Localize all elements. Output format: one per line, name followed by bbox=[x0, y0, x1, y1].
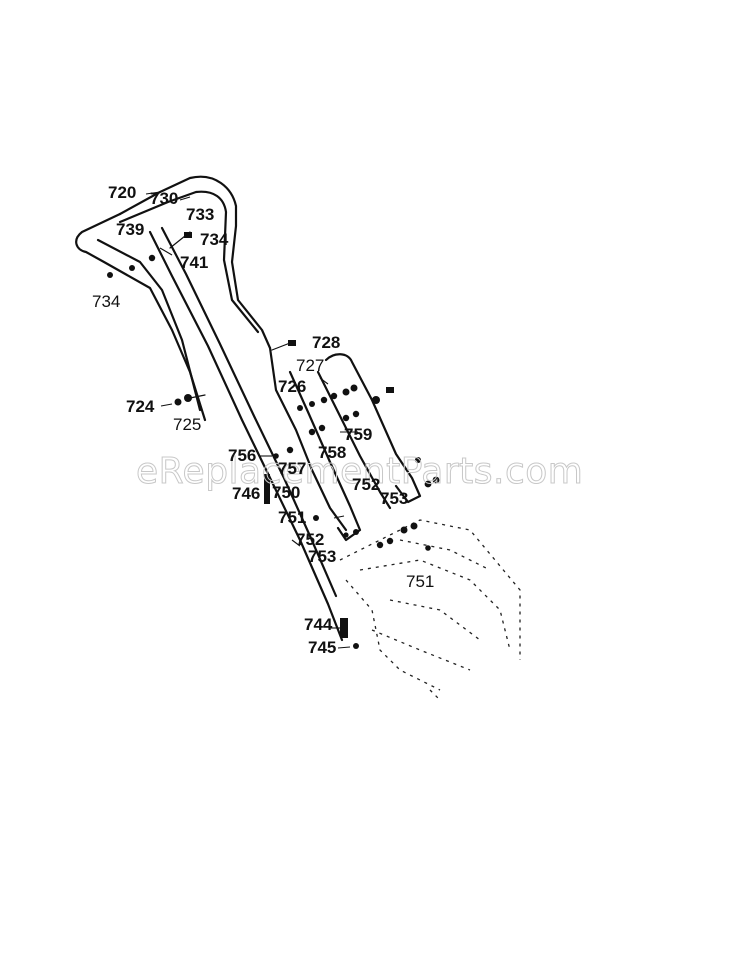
engine-deck-outline bbox=[339, 519, 521, 701]
part-label: 741 bbox=[180, 253, 208, 272]
watermark: eReplacementParts.com bbox=[136, 451, 583, 492]
leader-lines bbox=[145, 191, 358, 649]
part-label: 728 bbox=[312, 333, 340, 352]
part-label: 750 bbox=[272, 483, 300, 502]
upper-handle bbox=[75, 175, 272, 422]
side-rail bbox=[148, 226, 348, 642]
part-label: 745 bbox=[308, 638, 336, 657]
part-label: 752 bbox=[296, 530, 324, 549]
part-label: 753 bbox=[308, 547, 336, 566]
part-label: 727 bbox=[296, 356, 324, 375]
part-label: 739 bbox=[116, 220, 144, 239]
part-label: 753 bbox=[380, 489, 408, 508]
part-label: 756 bbox=[228, 446, 256, 465]
part-label: 751 bbox=[278, 508, 306, 527]
part-label: 734 bbox=[92, 292, 120, 311]
part-label: 759 bbox=[344, 425, 372, 444]
part-label: 725 bbox=[173, 415, 201, 434]
part-label: 744 bbox=[304, 615, 333, 634]
part-label: 733 bbox=[186, 205, 214, 224]
hardware bbox=[107, 231, 440, 649]
part-label: 746 bbox=[232, 484, 260, 503]
part-label: 726 bbox=[278, 377, 306, 396]
part-label: 752 bbox=[352, 475, 380, 494]
part-label: 757 bbox=[278, 459, 306, 478]
part-label: 730 bbox=[150, 189, 178, 208]
part-label: 758 bbox=[318, 443, 346, 462]
part-label: 724 bbox=[126, 397, 155, 416]
lower-handle-bracket bbox=[288, 353, 422, 542]
part-labels: 720 730 733 739 734 741 734 728 727 726 … bbox=[92, 183, 434, 657]
part-label: 720 bbox=[108, 183, 136, 202]
part-label: 734 bbox=[200, 230, 229, 249]
part-label: 751 bbox=[406, 572, 434, 591]
